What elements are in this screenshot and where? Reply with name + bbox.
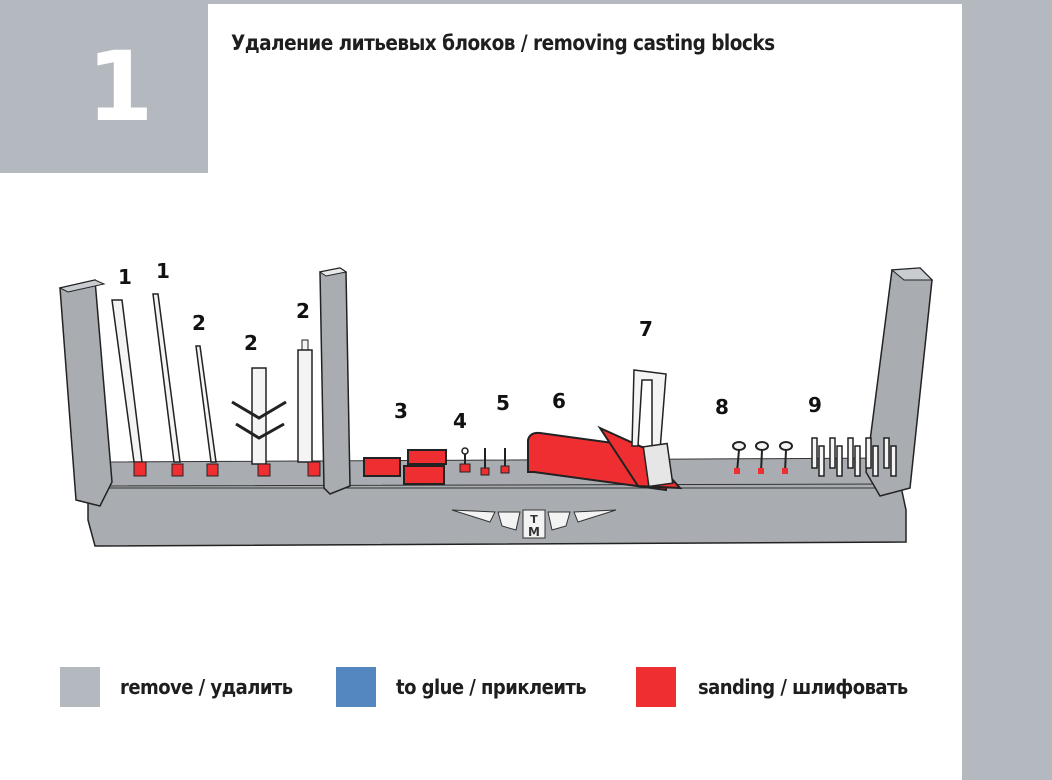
legend-item-sanding: sanding / шлифовать bbox=[636, 667, 931, 707]
part-label: 2 bbox=[192, 311, 206, 335]
legend-swatch-red bbox=[636, 667, 676, 707]
part-label: 7 bbox=[639, 317, 653, 341]
part-label: 3 bbox=[394, 399, 408, 423]
part-8-pieces bbox=[732, 441, 793, 474]
part-label: 5 bbox=[496, 391, 510, 415]
part-label: 2 bbox=[296, 299, 310, 323]
page-title: Удаление литьевых блоков / removing cast… bbox=[231, 31, 775, 55]
step-number: 1 bbox=[86, 30, 154, 143]
part-label: 4 bbox=[453, 409, 467, 433]
legend-item-glue: to glue / приклеить bbox=[336, 667, 607, 707]
part-9-pins bbox=[811, 437, 897, 477]
step-number-box bbox=[0, 0, 208, 173]
part-3-blocks bbox=[363, 449, 447, 485]
legend-item-remove: remove / удалить bbox=[60, 667, 312, 707]
logo-text-top: T bbox=[530, 513, 538, 526]
part-label: 1 bbox=[118, 265, 132, 289]
part-label: 9 bbox=[808, 393, 822, 417]
sprue-rack bbox=[58, 267, 934, 547]
part-label: 2 bbox=[244, 331, 258, 355]
legend-swatch-blue bbox=[336, 667, 376, 707]
tm-logo: T M bbox=[451, 509, 617, 539]
legend-label: remove / удалить bbox=[120, 675, 293, 699]
top-border-strip bbox=[0, 0, 1052, 4]
part-5-pieces bbox=[480, 448, 510, 476]
legend-swatch-gray bbox=[60, 667, 100, 707]
part-7-fin bbox=[597, 369, 683, 490]
part-2-sprue-b bbox=[231, 367, 287, 477]
casting-block-illustration: T M bbox=[58, 259, 934, 547]
part-2-sprue-a bbox=[195, 345, 219, 477]
part-1-sprue-a bbox=[111, 299, 147, 477]
part-4-piece bbox=[459, 447, 471, 473]
legend-label: sanding / шлифовать bbox=[698, 675, 908, 699]
part-label: 8 bbox=[715, 395, 729, 419]
right-side-panel bbox=[962, 0, 1052, 780]
legend-label: to glue / приклеить bbox=[396, 675, 587, 699]
part-label: 6 bbox=[552, 389, 566, 413]
part-label: 1 bbox=[156, 259, 170, 283]
part-2-sprue-c bbox=[297, 339, 321, 477]
part-1-sprue-b bbox=[152, 293, 184, 477]
logo-text-bottom: M bbox=[528, 525, 540, 539]
